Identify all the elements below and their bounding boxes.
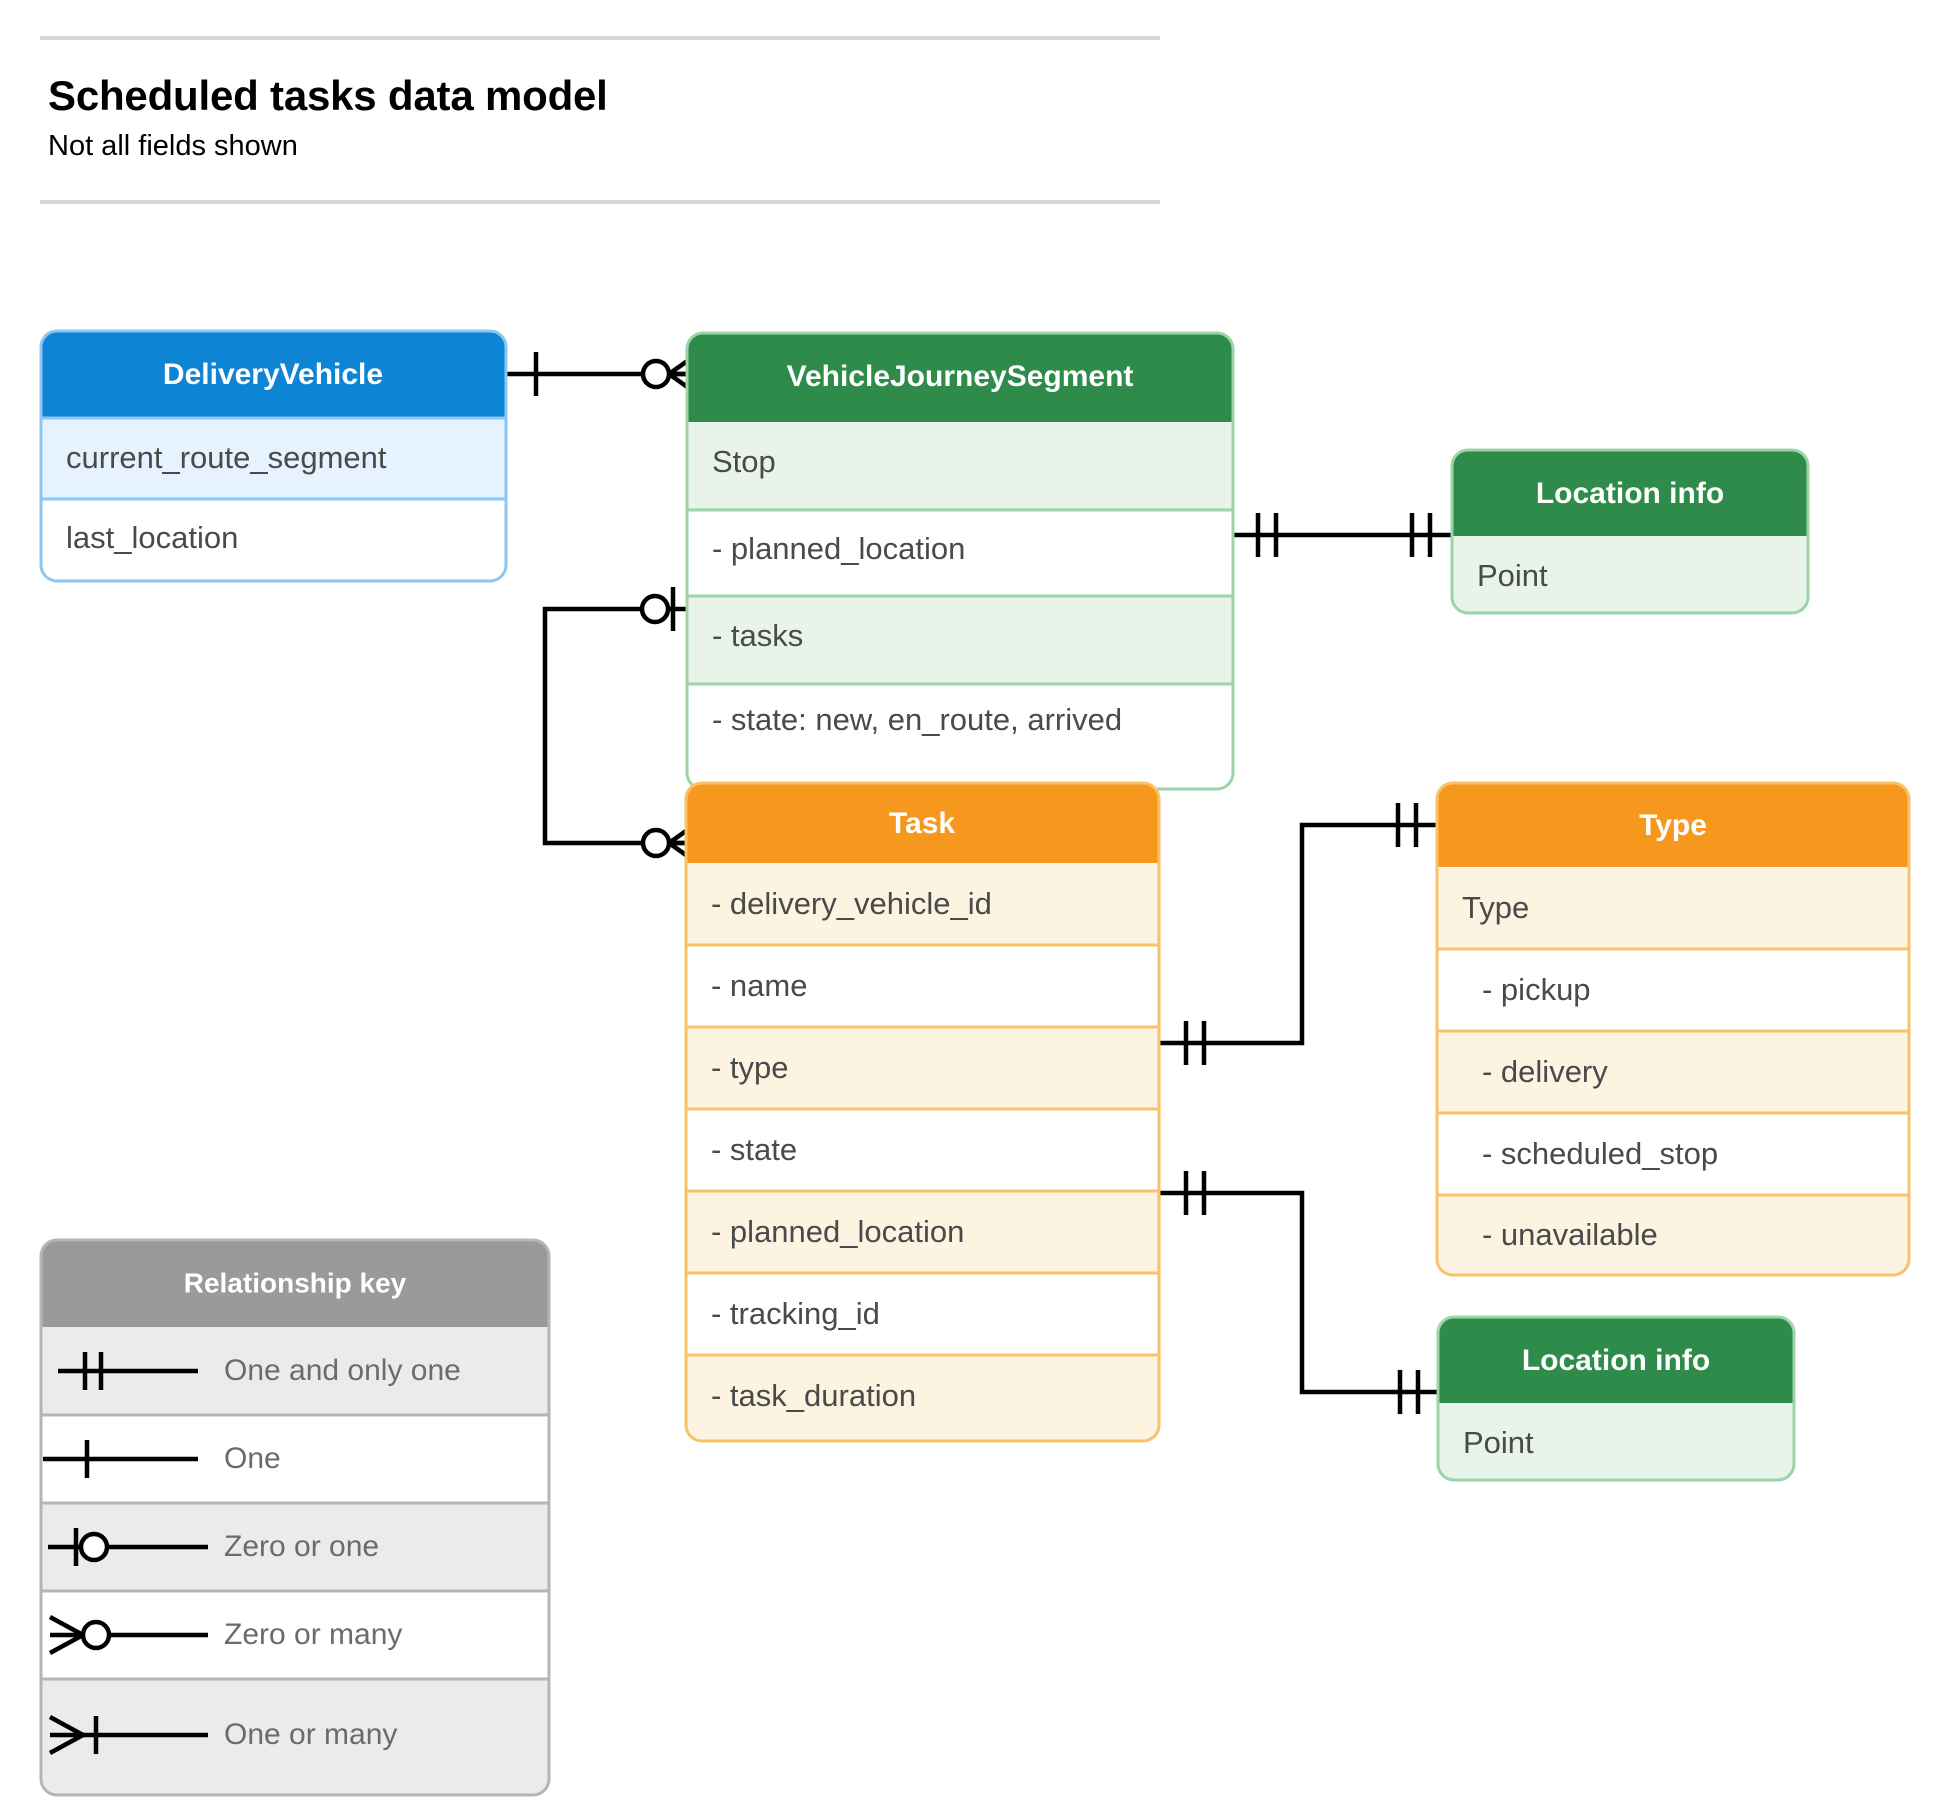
relationship-key-legend[interactable]: Relationship key One and only one One Ze…: [39, 1238, 551, 1797]
entity-task-row: - task_duration: [711, 1378, 916, 1413]
entity-vjs-row-2-bg: [687, 596, 1233, 684]
entity-task-row-1-bg: [686, 945, 1159, 1027]
entity-vjs-row: - tasks: [712, 618, 803, 653]
legend-label: Zero or one: [224, 1530, 379, 1563]
entity-type-title: Type: [1639, 809, 1707, 842]
entity-task-row-0-bg: [686, 863, 1159, 945]
legend-label: Zero or many: [224, 1618, 402, 1651]
connector-task-type-to-type-entity: [1159, 803, 1437, 1065]
entity-location-info-top-header-bg: [1452, 450, 1808, 536]
legend-label: One and only one: [224, 1354, 461, 1387]
entity-vjs-row-3-bg: [687, 684, 1233, 789]
legend-title: Relationship key: [184, 1267, 407, 1298]
entity-delivery-vehicle-row-1-bg: [41, 499, 506, 581]
entity-type-row: - pickup: [1482, 972, 1591, 1007]
entity-location-info-bottom-outline: [1436, 1315, 1796, 1482]
legend-symbol-zero-or-many: [48, 1615, 208, 1655]
entity-type-row-1-bg: [1437, 949, 1909, 1031]
entity-delivery-vehicle-title: DeliveryVehicle: [163, 358, 383, 391]
entity-task-outline: [684, 781, 1161, 1443]
entity-delivery-vehicle[interactable]: DeliveryVehicle current_route_segment la…: [39, 329, 508, 583]
entity-location-info-top-row: Point: [1477, 558, 1548, 593]
entity-task-row-4-bg: [686, 1191, 1159, 1273]
connector-delivery-vehicle-to-journey-segment: [506, 350, 702, 398]
page-title: Scheduled tasks data model: [48, 72, 608, 119]
entity-task-row-2-bg: [686, 1027, 1159, 1109]
entity-vjs-row: - state: new, en_route, arrived: [712, 702, 1122, 737]
entity-type[interactable]: Type Type - pickup - delivery - schedule…: [1435, 781, 1911, 1277]
entity-vehicle-journey-segment-header-bg: [687, 333, 1233, 422]
entity-task-row-5-bg: [686, 1273, 1159, 1355]
legend-label: One or many: [224, 1718, 397, 1751]
entity-type-row-2-bg: [1437, 1031, 1909, 1113]
entity-type-row: Type: [1462, 890, 1529, 925]
entity-delivery-vehicle-row: current_route_segment: [66, 440, 387, 475]
entity-location-info-bottom-row: Point: [1463, 1425, 1534, 1460]
page-subtitle: Not all fields shown: [48, 130, 298, 162]
entity-location-info-bottom-row-0-bg: [1438, 1403, 1794, 1480]
entity-delivery-vehicle-header-bg: [41, 331, 506, 418]
entity-task-row: - delivery_vehicle_id: [711, 886, 992, 921]
entity-task-row: - name: [711, 968, 807, 1003]
entity-location-info-bottom-header-bg: [1438, 1317, 1794, 1403]
entity-vjs-row: Stop: [712, 444, 776, 479]
entity-location-info-top-outline: [1450, 448, 1810, 615]
entity-vehicle-journey-segment-title: VehicleJourneySegment: [787, 360, 1134, 393]
entity-location-info-top-title: Location info: [1536, 477, 1724, 510]
entity-task-row: - tracking_id: [711, 1296, 880, 1331]
entity-task-row: - type: [711, 1050, 789, 1085]
entity-vjs-row: - planned_location: [712, 531, 965, 566]
entity-task-row-3-bg: [686, 1109, 1159, 1191]
entity-type-outline: [1435, 781, 1911, 1277]
entity-task-title: Task: [889, 807, 955, 840]
entity-type-row-3-bg: [1437, 1113, 1909, 1195]
entity-type-row: - unavailable: [1482, 1217, 1658, 1252]
entity-type-row-4-bg: [1437, 1195, 1909, 1275]
connector-journey-segment-planned-location-to-location-info: [1233, 513, 1452, 557]
entity-vjs-row-0-bg: [687, 422, 1233, 510]
entity-location-info-top-row-0-bg: [1452, 536, 1808, 613]
entity-task[interactable]: Task - delivery_vehicle_id - name - type…: [684, 781, 1161, 1443]
entity-task-row-6-bg: [686, 1355, 1159, 1441]
legend-symbol-one-and-only-one: [58, 1352, 198, 1390]
entity-location-info-top[interactable]: Location info Point: [1450, 448, 1810, 615]
entity-task-row: - state: [711, 1132, 797, 1167]
entity-location-info-bottom[interactable]: Location info Point: [1436, 1315, 1796, 1482]
entity-delivery-vehicle-row-0-bg: [41, 418, 506, 499]
legend-label: One: [224, 1442, 281, 1475]
header-divider-bottom: [40, 200, 1160, 204]
connector-journey-segment-tasks-to-task: [542, 587, 702, 867]
header-divider-top: [40, 36, 1160, 40]
connector-task-planned-location-to-location-info: [1159, 1171, 1438, 1414]
legend-symbol-zero-or-one: [48, 1528, 208, 1566]
legend-symbol-one-or-many: [48, 1715, 208, 1755]
entity-vjs-row-1-bg: [687, 510, 1233, 596]
entity-type-row-0-bg: [1437, 867, 1909, 949]
entity-type-row: - delivery: [1482, 1054, 1608, 1089]
legend-outline: [39, 1238, 551, 1797]
entity-task-row: - planned_location: [711, 1214, 964, 1249]
entity-vehicle-journey-segment[interactable]: VehicleJourneySegment Stop - planned_loc…: [685, 331, 1235, 791]
legend-symbol-one: [43, 1440, 198, 1478]
entity-location-info-bottom-title: Location info: [1522, 1344, 1710, 1377]
entity-type-row: - scheduled_stop: [1482, 1136, 1718, 1171]
legend-header-bg: [41, 1240, 549, 1327]
entity-task-header-bg: [686, 783, 1159, 863]
entity-type-header-bg: [1437, 783, 1909, 867]
entity-delivery-vehicle-outline: [39, 329, 508, 583]
entity-delivery-vehicle-row: last_location: [66, 520, 238, 555]
